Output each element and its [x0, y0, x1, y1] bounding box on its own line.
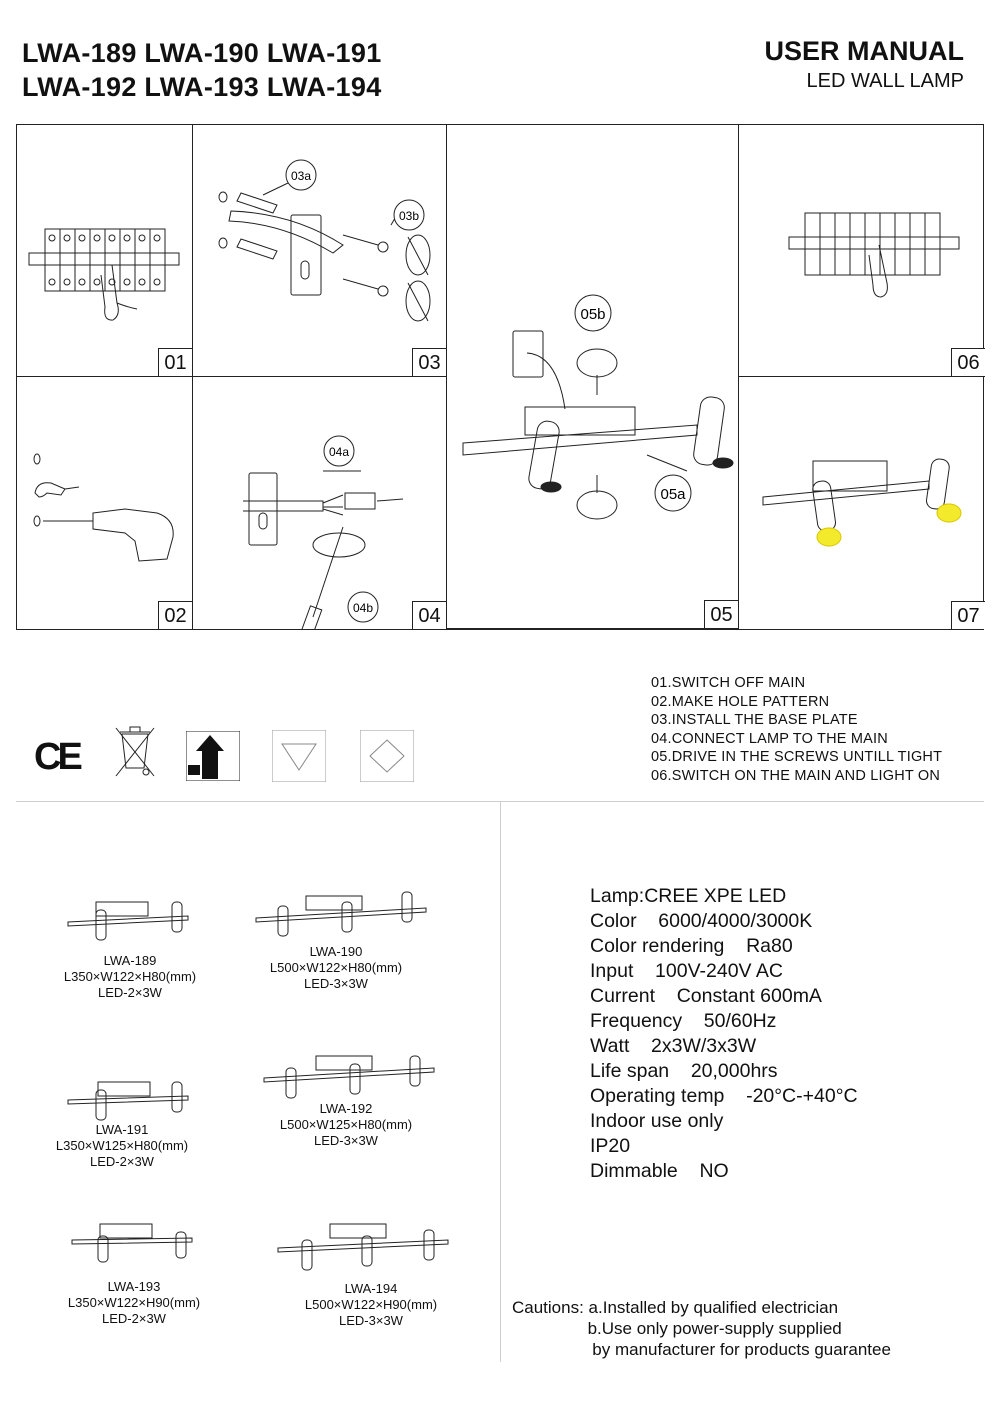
- manual-heading: USER MANUAL LED WALL LAMP: [765, 34, 965, 94]
- model-card-lwa-193: LWA-193 L350×W122×H90(mm) LED-2×3W: [34, 1279, 234, 1327]
- step-item: 02.MAKE HOLE PATTERN: [651, 693, 830, 710]
- spec-item: Input 100V-240V AC: [590, 960, 783, 982]
- base-plate-illustration: 03a 03b: [218, 159, 431, 322]
- spec-item: Indoor use only: [590, 1110, 724, 1132]
- panel-07: 07: [739, 377, 985, 629]
- model-name: LWA-191: [95, 1122, 149, 1137]
- lamp-sketch-lwa-193: [71, 1223, 193, 1263]
- model-dims: L350×W125×H80(mm): [55, 1138, 189, 1153]
- panel-02: 02: [17, 377, 193, 629]
- spec-list: Lamp:CREE XPE LED Color 6000/4000/3000K …: [590, 884, 858, 1184]
- ce-mark: CE: [34, 736, 83, 778]
- model-card-lwa-189: LWA-189 L350×W122×H80(mm) LED-2×3W: [30, 953, 230, 1001]
- model-name: LWA-190: [309, 944, 363, 959]
- cautions: Cautions: a.Installed by qualified elect…: [512, 1297, 891, 1360]
- step-item: 03.INSTALL THE BASE PLATE: [651, 712, 858, 728]
- spec-item: Color rendering Ra80: [590, 935, 793, 957]
- diamond-symbol-icon: [360, 730, 414, 782]
- panel-04: 04a 04b 04: [193, 377, 447, 629]
- callout-04b: 04b: [353, 601, 373, 615]
- lamp-sketch-lwa-191: [67, 1081, 189, 1121]
- caution-line: b.Use only power-supply supplied: [512, 1319, 842, 1338]
- spec-item: Current Constant 600mA: [590, 985, 822, 1007]
- step-item: 06.SWITCH ON THE MAIN AND LIGHT ON: [651, 767, 941, 784]
- drill-illustration: [33, 453, 174, 562]
- callout-05b: 05b: [580, 306, 605, 323]
- lamp-sketch-lwa-192: [263, 1055, 435, 1099]
- model-name: LWA-189: [103, 953, 157, 968]
- panel-number: 05: [704, 600, 738, 628]
- mount-surface-icon: [186, 731, 240, 781]
- terminal-block-hand-illustration: [788, 212, 960, 298]
- wiring-illustration: 04a 04b: [243, 435, 404, 629]
- callout-05a: 05a: [660, 486, 686, 503]
- model-led: LED-3×3W: [314, 1133, 378, 1148]
- terminal-block-hand-illustration: [28, 228, 180, 321]
- model-dims: L500×W122×H80(mm): [269, 960, 403, 975]
- spec-item: IP20: [590, 1135, 631, 1157]
- model-name: LWA-194: [344, 1281, 398, 1296]
- model-name: LWA-193: [107, 1279, 161, 1294]
- model-title: LWA-189 LWA-190 LWA-191 LWA-192 LWA-193 …: [22, 36, 382, 104]
- caution-line: by manufacturer for products guarantee: [512, 1340, 891, 1359]
- model-dims: L350×W122×H80(mm): [63, 969, 197, 984]
- panel-03: 03a 03b 03: [193, 125, 447, 377]
- model-led: LED-2×3W: [90, 1154, 154, 1169]
- callout-04a: 04a: [329, 445, 349, 459]
- model-dims: L500×W122×H90(mm): [304, 1297, 438, 1312]
- model-dims: L350×W122×H90(mm): [67, 1295, 201, 1310]
- column-divider: [500, 802, 501, 1362]
- panel-05: 05b 05a 05: [447, 125, 739, 629]
- panel-number: 07: [951, 601, 985, 629]
- spec-item: Frequency 50/60Hz: [590, 1010, 777, 1032]
- spec-item: Dimmable NO: [590, 1160, 729, 1182]
- weee-bin-icon: [115, 726, 155, 777]
- model-card-lwa-191: LWA-191 L350×W125×H80(mm) LED-2×3W: [22, 1122, 222, 1170]
- model-name: LWA-192: [319, 1101, 373, 1116]
- lamp-assembly-illustration: 05b 05a: [462, 294, 734, 520]
- lamp-sketch-lwa-189: [67, 901, 189, 941]
- panel-number: 03: [412, 348, 446, 376]
- triangle-symbol-icon: [272, 730, 326, 782]
- model-card-lwa-190: LWA-190 L500×W122×H80(mm) LED-3×3W: [236, 944, 436, 992]
- step-item: 05.DRIVE IN THE SCREWS UNTILL TIGHT: [651, 749, 943, 765]
- installation-diagram: 01 03a 03b 03: [16, 124, 985, 630]
- step-item: 01.SWITCH OFF MAIN: [651, 675, 806, 691]
- model-led: LED-3×3W: [304, 976, 368, 991]
- spec-item: Color 6000/4000/3000K: [590, 910, 813, 932]
- model-dims: L500×W125×H80(mm): [279, 1117, 413, 1132]
- model-title-line1: LWA-189 LWA-190 LWA-191: [22, 38, 382, 68]
- model-led: LED-3×3W: [339, 1313, 403, 1328]
- caution-line: Cautions: a.Installed by qualified elect…: [512, 1298, 839, 1317]
- lamp-sketch-lwa-190: [255, 891, 427, 937]
- spec-item: Life span 20,000hrs: [590, 1060, 778, 1082]
- spec-item: Watt 2x3W/3x3W: [590, 1035, 757, 1057]
- lamp-sketch-lwa-194: [277, 1223, 449, 1271]
- panel-number: 02: [158, 601, 192, 629]
- model-card-lwa-192: LWA-192 L500×W125×H80(mm) LED-3×3W: [246, 1101, 446, 1149]
- spec-item: Operating temp -20°C-+40°C: [590, 1085, 858, 1107]
- section-divider: [16, 801, 984, 802]
- manual-subtitle: LED WALL LAMP: [806, 70, 964, 92]
- light-beam: [816, 527, 842, 547]
- callout-03b: 03b: [399, 209, 419, 223]
- manual-title: USER MANUAL: [764, 36, 965, 66]
- model-title-line2: LWA-192 LWA-193 LWA-194: [22, 72, 382, 102]
- callout-03a: 03a: [291, 169, 311, 183]
- model-led: LED-2×3W: [102, 1311, 166, 1326]
- panel-number: 06: [951, 348, 985, 376]
- panel-number: 04: [412, 601, 446, 629]
- lit-lamp-illustration: [762, 458, 962, 547]
- model-card-lwa-194: LWA-194 L500×W122×H90(mm) LED-3×3W: [271, 1281, 471, 1329]
- installation-steps: 01.SWITCH OFF MAIN 02.MAKE HOLE PATTERN …: [651, 674, 942, 785]
- light-beam: [936, 503, 962, 523]
- step-item: 04.CONNECT LAMP TO THE MAIN: [651, 730, 888, 747]
- panel-number: 01: [158, 348, 192, 376]
- model-led: LED-2×3W: [98, 985, 162, 1000]
- panel-01: 01: [17, 125, 193, 377]
- panel-06: 06: [739, 125, 985, 377]
- spec-item: Lamp:CREE XPE LED: [590, 885, 787, 907]
